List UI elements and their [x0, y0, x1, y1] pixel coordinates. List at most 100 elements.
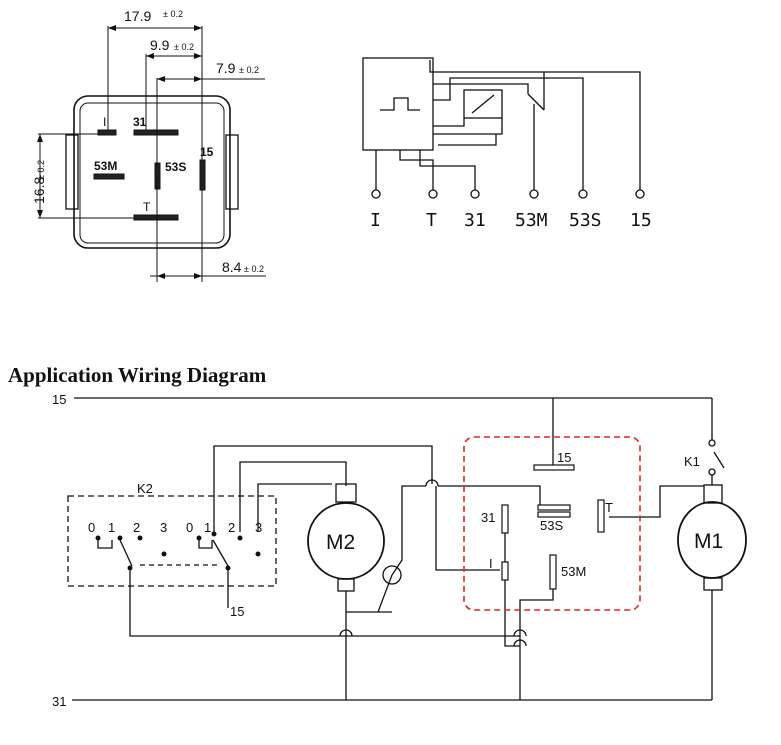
- relay-body-outline: [73, 95, 231, 249]
- relay-pin-31: 31: [481, 510, 495, 525]
- park-switch-link: [377, 485, 426, 613]
- terminal-bar-53M: [549, 554, 557, 590]
- crossover-31-bus: [513, 629, 527, 637]
- wire-to-53S: [438, 485, 541, 505]
- k2-label: K2: [137, 481, 153, 496]
- dim-8-4-value: 8.4: [222, 259, 242, 275]
- k2-contact-1-right: 1: [204, 520, 211, 535]
- wiring-labels: 15 31 K2 0 1 2 3 0 1 2 3 15 M2 M1 K1 15 …: [52, 392, 723, 709]
- schematic-label-31: 31: [464, 210, 486, 231]
- park-switch-cam: [382, 565, 402, 585]
- wire-k2-to-m2: [239, 461, 347, 532]
- k2-contact-2-left: 2: [133, 520, 140, 535]
- footprint-pin-labels: I 31 53M 53S 15 T: [94, 115, 214, 214]
- k2-left-to-bus: [129, 568, 520, 637]
- dimension-labels: 17.9 ± 0.2 9.9 ± 0.2 7.9 ± 0.2 8.4 ± 0.2…: [31, 8, 264, 275]
- terminal-bar-I: [501, 561, 509, 581]
- section-title: Application Wiring Diagram: [8, 363, 267, 387]
- rail-15-label: 15: [52, 392, 66, 407]
- k2-contact-3-right: 3: [255, 520, 262, 535]
- wire-top-common: [433, 83, 529, 94]
- dim-arrows: [37, 25, 202, 279]
- wire-15: [429, 60, 641, 190]
- relay-pin-53S: 53S: [540, 518, 563, 533]
- dim-17-9-tol: ± 0.2: [163, 9, 183, 19]
- k2-contact-0-left: 0: [88, 520, 95, 535]
- crossover-31-b: [513, 639, 527, 647]
- k2-blade-right: [212, 539, 229, 567]
- terminal-31: [470, 189, 480, 199]
- relay-pin-T: T: [605, 500, 613, 515]
- fp-label-T: T: [143, 200, 151, 214]
- wire-T: [399, 150, 434, 190]
- k2-feed-label: 15: [230, 604, 244, 619]
- relay-tab-left: [65, 134, 79, 210]
- wire-T-to-m1: [609, 485, 704, 518]
- dim-9-9-value: 9.9: [150, 37, 170, 53]
- k1-switch-blade: [713, 451, 725, 469]
- k2-blade-left: [119, 539, 133, 567]
- terminal-53S: [578, 189, 588, 199]
- wire-coil-out: [433, 118, 503, 135]
- fp-label-53S: 53S: [165, 160, 186, 174]
- switch-blade: [527, 93, 545, 111]
- wire-53S: [433, 77, 584, 190]
- schematic-label-53M: 53M: [515, 210, 548, 231]
- fp-label-31: 31: [133, 115, 147, 129]
- wire-coil-in: [433, 118, 465, 127]
- terminal-bar-15: [533, 464, 575, 471]
- dim-9-9-tol: ± 0.2: [174, 42, 194, 52]
- relay-coil-box: [463, 89, 503, 119]
- rail-31-label: 31: [52, 694, 66, 709]
- k1-label: K1: [684, 454, 700, 469]
- terminal-bar-53S-b: [537, 511, 571, 518]
- relay-schematic: [362, 57, 645, 199]
- schematic-label-I: I: [370, 210, 381, 231]
- k2-contact-2-right: 2: [228, 520, 235, 535]
- wire-31-down: [504, 520, 520, 647]
- dim-7-9-value: 7.9: [216, 60, 236, 76]
- pulse-symbol: [380, 97, 420, 111]
- relay-pin-I: I: [489, 556, 493, 571]
- motor-m1-label: M1: [694, 530, 723, 553]
- m2-bottom-brush: [337, 578, 355, 592]
- wiring-diagram: [67, 397, 747, 701]
- terminal-I: [371, 189, 381, 199]
- relay-terminals: [501, 464, 605, 590]
- relay-pin-15: 15: [557, 450, 571, 465]
- wire-k2-to-relay: [213, 445, 433, 532]
- k1-contact-bottom: [708, 468, 716, 476]
- terminal-bar-53S: [537, 504, 571, 511]
- fp-label-53M: 53M: [94, 159, 117, 173]
- k2-link-0-1-right: [198, 538, 213, 549]
- dim-16-8-tol: ± 0.2: [36, 160, 46, 180]
- m1-bottom-brush: [703, 577, 723, 591]
- dim-17-9-value: 17.9: [124, 8, 151, 24]
- schematic-pin-labels: I T 31 53M 53S 15: [370, 210, 652, 231]
- schematic-label-15: 15: [630, 210, 652, 231]
- pin-31-slot: [133, 129, 179, 136]
- k2-contact-0-right: 0: [186, 520, 193, 535]
- k2-link-0-1-left: [97, 538, 113, 549]
- wire-31: [419, 150, 476, 190]
- k2-contact-dots: [95, 531, 261, 571]
- wire-k2-high: [257, 483, 332, 532]
- k1-contact-top: [708, 439, 716, 447]
- relay-body-inner: [79, 102, 225, 244]
- terminal-53M: [529, 189, 539, 199]
- m2-top-brush: [335, 483, 357, 503]
- pin-53M-slot: [93, 173, 125, 180]
- fp-label-15: 15: [200, 145, 214, 159]
- pin-53S-slot: [154, 162, 161, 190]
- schematic-label-T: T: [426, 210, 437, 231]
- pin-T-slot: [133, 214, 179, 221]
- timer-module-box: [362, 57, 434, 151]
- terminal-bar-31: [501, 504, 509, 534]
- relay-coil-diag: [471, 94, 495, 114]
- crossover-m2-bus: [339, 629, 353, 637]
- motor-m2-label: M2: [326, 531, 355, 554]
- m1-top-brush: [703, 484, 723, 504]
- wire-to-I: [435, 486, 500, 571]
